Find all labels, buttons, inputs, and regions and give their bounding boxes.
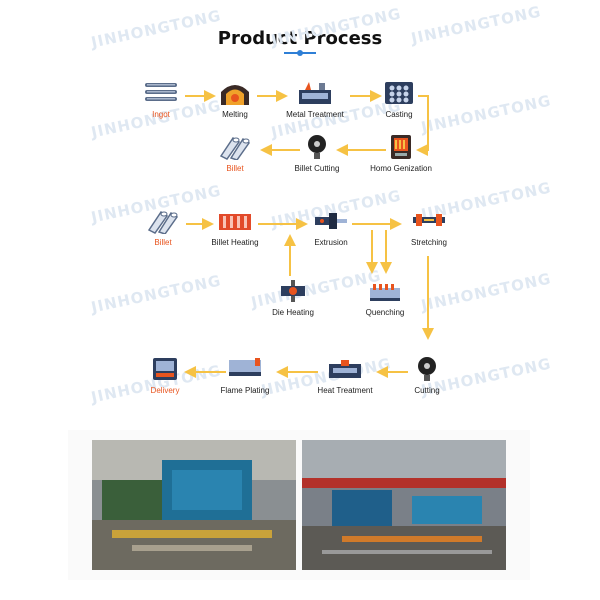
step-label: Billet Cutting xyxy=(294,164,340,173)
step-label: Stretching xyxy=(410,238,448,247)
step-label: Delivery xyxy=(150,386,180,395)
ingot-stack-icon xyxy=(143,80,179,106)
extrusion-press-icon xyxy=(313,208,349,234)
step-cutting: Cutting xyxy=(382,356,472,395)
step-label: Billet xyxy=(226,164,244,173)
page-title: Product Process xyxy=(217,28,383,49)
step-billet-2: Billet xyxy=(118,208,208,247)
billet-icon xyxy=(145,208,181,235)
coating-line-icon xyxy=(227,356,263,382)
step-heat-treatment: Heat Treatment xyxy=(300,356,390,395)
step-label: Cutting xyxy=(414,386,440,395)
factory-floor-photo xyxy=(302,440,506,570)
step-extrusion: Extrusion xyxy=(286,208,376,247)
extrusion-press-photo xyxy=(92,440,296,570)
step-melting: Melting xyxy=(190,80,280,119)
step-die-heating: Die Heating xyxy=(248,278,338,317)
step-quenching: Quenching xyxy=(340,278,430,317)
step-label: Heat Treatment xyxy=(317,386,373,395)
title-underline-dot xyxy=(297,50,303,56)
heating-icon xyxy=(217,208,253,234)
step-label: Flame Plating xyxy=(220,386,270,395)
aging-oven-icon xyxy=(327,356,363,382)
step-label: Billet Heating xyxy=(211,238,259,247)
flow-arrow xyxy=(416,95,429,156)
billet-icon xyxy=(217,134,253,161)
step-casting: Casting xyxy=(354,80,444,119)
treatment-tank-icon xyxy=(297,80,333,106)
step-billet-heating: Billet Heating xyxy=(190,208,280,247)
saw-icon xyxy=(299,134,335,160)
step-label: Billet xyxy=(154,238,172,247)
step-stretching: Stretching xyxy=(384,208,474,247)
furnace-icon xyxy=(217,80,253,106)
step-label: Homo Genization xyxy=(370,164,432,173)
step-label: Quenching xyxy=(365,308,405,317)
step-metal-treatment: Metal Treatment xyxy=(270,80,360,119)
step-billet: Billet xyxy=(190,134,280,173)
saw-icon xyxy=(409,356,445,382)
quench-bath-icon xyxy=(367,278,403,304)
step-delivery: Delivery xyxy=(120,356,210,395)
step-billet-cutting: Billet Cutting xyxy=(272,134,362,173)
die-heater-icon xyxy=(275,278,311,304)
step-label: Ingot xyxy=(152,110,170,119)
homogenization-oven-icon xyxy=(383,134,419,160)
step-ingot: Ingot xyxy=(116,80,206,119)
casting-mold-icon xyxy=(381,80,417,106)
factory-photo-strip xyxy=(68,430,530,580)
step-homo-genization: Homo Genization xyxy=(356,134,446,173)
step-label: Metal Treatment xyxy=(286,110,344,119)
step-label: Die Heating xyxy=(272,308,314,317)
truck-icon xyxy=(147,356,183,382)
step-label: Extrusion xyxy=(314,238,348,247)
step-label: Melting xyxy=(222,110,248,119)
step-flame-plating: Flame Plating xyxy=(200,356,290,395)
stretcher-icon xyxy=(411,208,447,234)
step-label: Casting xyxy=(385,110,413,119)
